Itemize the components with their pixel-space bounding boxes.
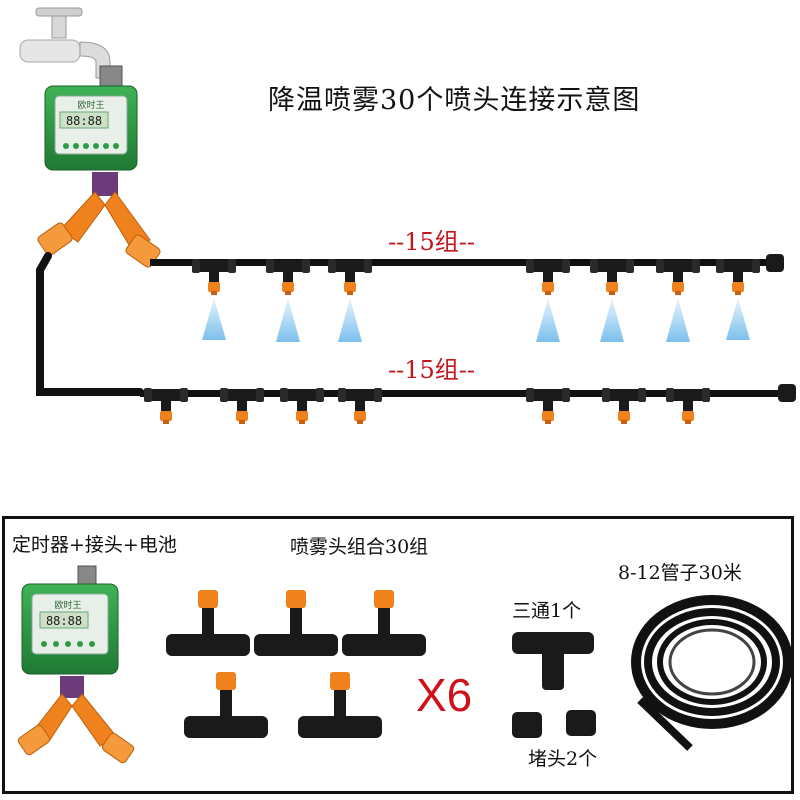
tee-caption: 三通1个 [512, 600, 582, 622]
connecting-pipe [36, 252, 144, 396]
mist-sprays [202, 298, 750, 342]
upper-end-plug [766, 254, 784, 272]
timer-display: 88:88 [66, 114, 102, 128]
multiplier-label: X6 [416, 669, 473, 721]
package-timer-display: 88:88 [46, 614, 82, 628]
package-timer [17, 565, 135, 764]
nozzle-caption: 喷雾头组合30组 [290, 536, 429, 558]
faucet-icon [19, 7, 111, 79]
timer-brand: 欧时王 [77, 99, 104, 111]
upper-pipe [150, 259, 780, 266]
y-splitter [37, 172, 161, 268]
tee-connector [512, 632, 594, 690]
package-contents-frame [2, 516, 794, 794]
hose-caption: 8-12管子30米 [618, 562, 742, 584]
lower-end-plug [778, 384, 796, 402]
lower-group-label: --15组-- [388, 356, 475, 384]
end-plugs [512, 710, 596, 738]
timer-device [44, 65, 138, 171]
diagram-title: 降温喷雾30个喷头连接示意图 [268, 85, 641, 116]
nozzle-assemblies [166, 590, 426, 738]
lower-pipe [140, 390, 796, 397]
plug-caption: 堵头2个 [528, 748, 598, 770]
upper-group-label: --15组-- [388, 228, 475, 256]
timer-caption: 定时器+接头+电池 [12, 534, 177, 556]
hose-coil [631, 595, 793, 751]
package-timer-brand: 欧时王 [54, 599, 81, 611]
